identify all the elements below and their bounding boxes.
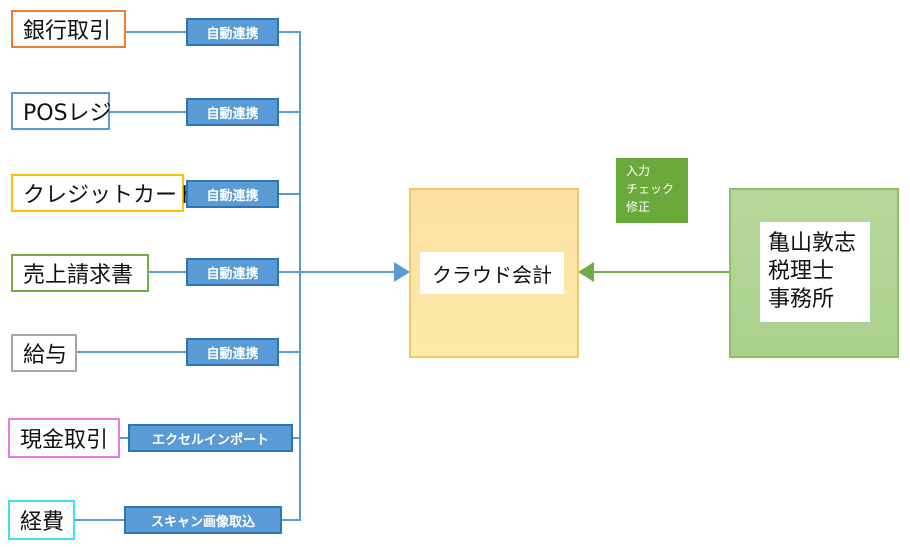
source-box-credit-card: クレジットカード (11, 174, 199, 212)
source-label: 売上請求書 (23, 263, 134, 288)
firm-line: 事務所 (768, 287, 835, 312)
source-label: 現金取引 (20, 428, 109, 453)
source-box-bank: 銀行取引 (11, 10, 126, 48)
tag-excel-import: エクセルインポート (128, 424, 293, 452)
tag-auto-link: 自動連携 (186, 180, 279, 208)
source-label: 銀行取引 (23, 19, 112, 44)
firm-line: 税理士 (768, 259, 835, 284)
source-box-pos: POSレジ (11, 92, 112, 130)
check-line: チェック (626, 182, 675, 196)
source-label: POSレジ (23, 101, 112, 126)
source-label: 経費 (20, 510, 65, 535)
tag-auto-link: 自動連携 (186, 258, 279, 286)
check-line: 入力 (626, 164, 651, 178)
check-note: 入力 チェック 修正 (616, 158, 688, 223)
tag-auto-link: 自動連携 (186, 18, 279, 46)
tag-scan-import: スキャン画像取込 (124, 506, 282, 534)
source-label: 給与 (23, 343, 68, 368)
source-box-invoice: 売上請求書 (11, 254, 149, 292)
source-label: クレジットカード (23, 183, 200, 208)
check-line: 修正 (626, 200, 651, 214)
tag-auto-link: 自動連携 (186, 338, 279, 366)
cloud-accounting-label: クラウド会計 (420, 252, 564, 294)
tag-auto-link: 自動連携 (186, 98, 279, 126)
firm-line: 亀山敦志 (768, 231, 857, 256)
source-box-expenses: 経費 (8, 500, 75, 540)
tax-firm-label: 亀山敦志 税理士 事務所 (760, 222, 870, 322)
source-box-cash: 現金取引 (8, 418, 120, 458)
source-box-payroll: 給与 (11, 334, 77, 372)
